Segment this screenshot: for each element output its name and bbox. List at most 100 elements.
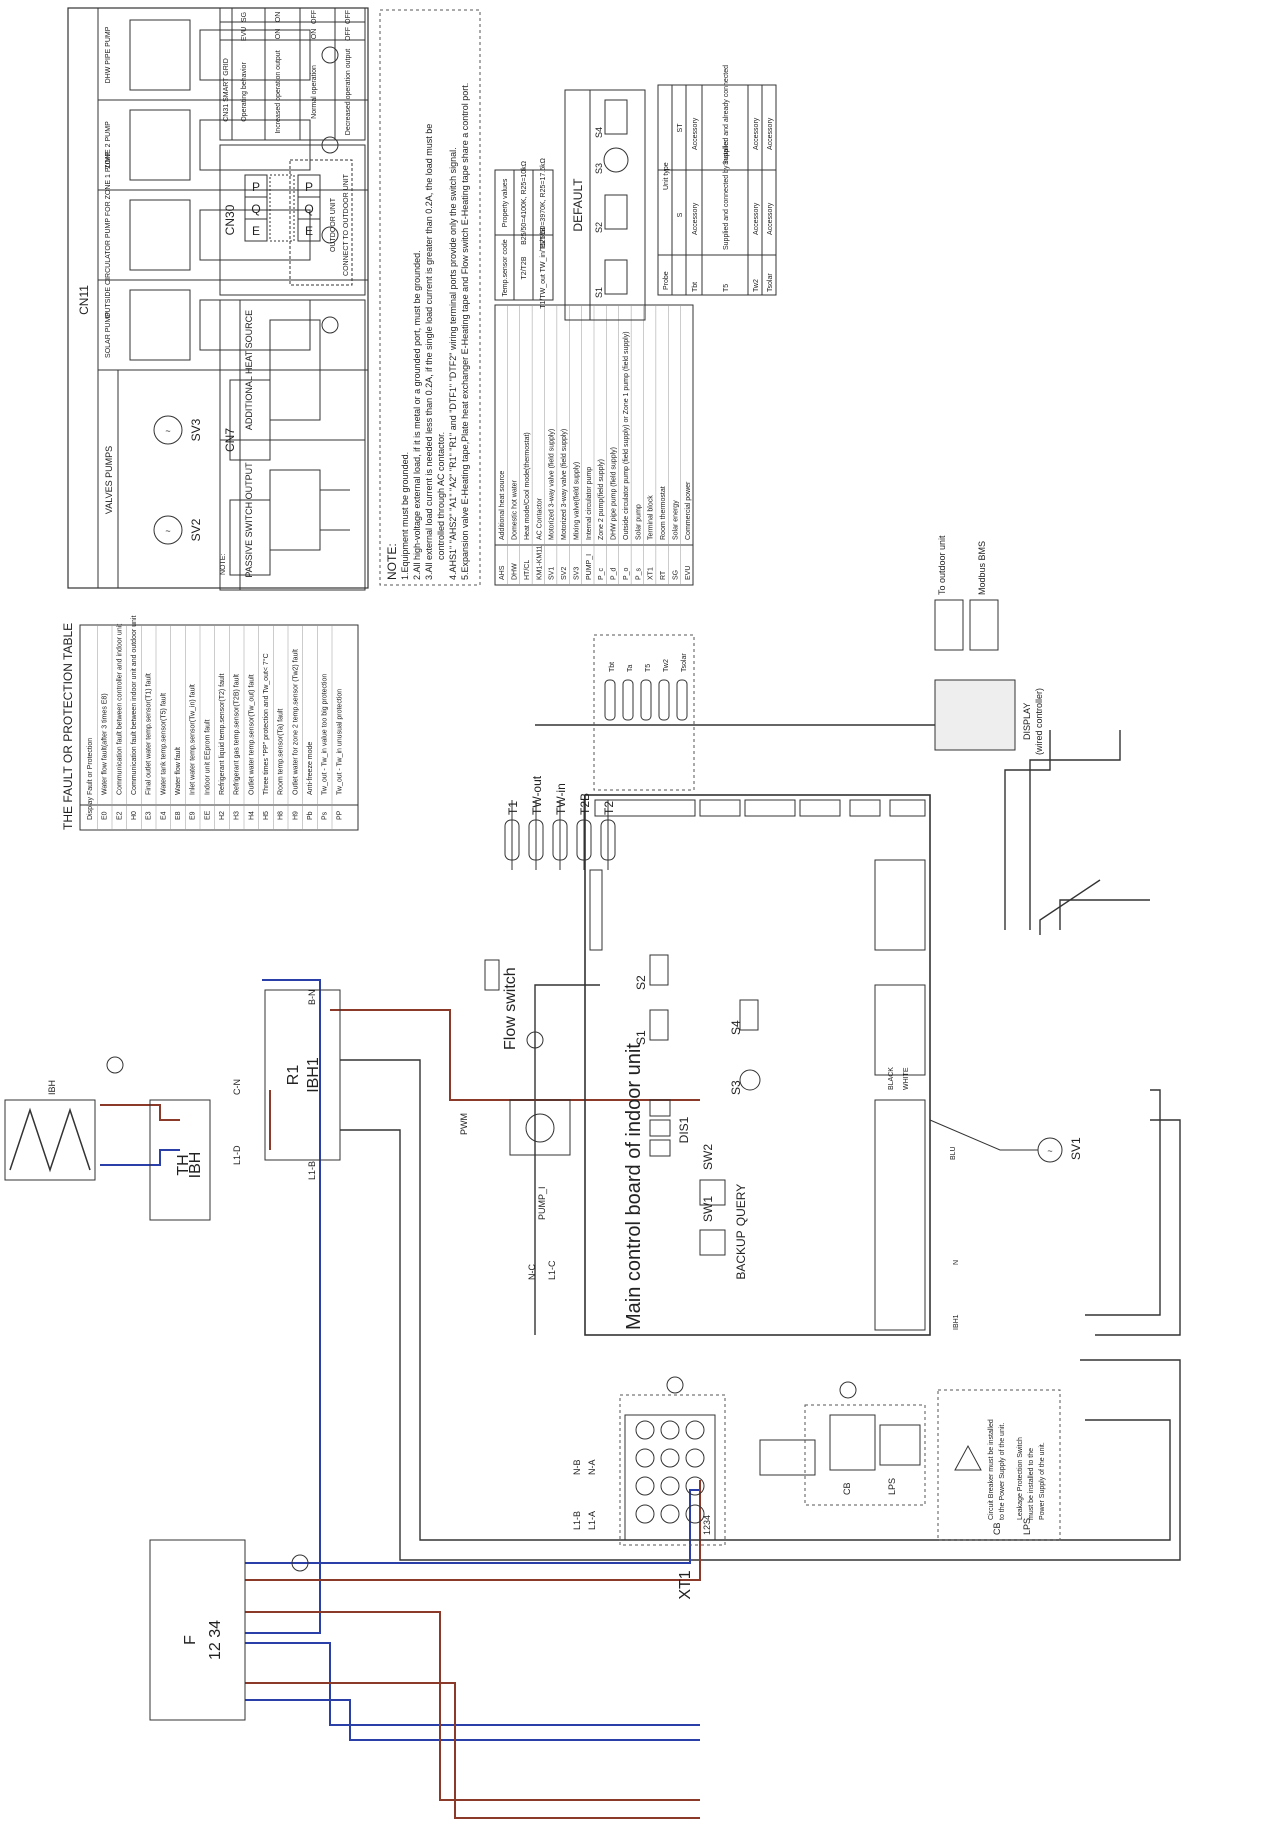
fault-header-display: Display <box>87 797 94 820</box>
abbrev-code: P_c <box>598 567 605 580</box>
svg-text:~: ~ <box>1047 1146 1052 1156</box>
unit-r2-0: Tw2 <box>753 279 760 292</box>
abbrev-code: PUMP_I <box>586 554 593 580</box>
xt1-terms: 1234 <box>702 1515 712 1535</box>
abbrev-code: P_s <box>635 567 642 580</box>
tank-probe <box>640 679 652 721</box>
board-title: Main control board of indoor unit <box>623 1043 645 1330</box>
sensor-probe <box>576 819 592 861</box>
unit-r2-2: Accessory <box>753 117 760 150</box>
sg-r0-0: Increased operation output <box>275 50 282 133</box>
sensor-probe <box>504 819 520 861</box>
s2-label: S2 <box>634 975 648 990</box>
svg-text:~: ~ <box>165 526 170 536</box>
wire-l1a-xt: L1-A <box>587 1511 597 1530</box>
unit-r1-1: Supplied and connected by installer <box>723 139 730 250</box>
fault-code: H5 <box>263 811 270 820</box>
wire-nd: C-N <box>232 1079 242 1095</box>
sensor-r1-1: B25/50=3970K, R25=17.6kΩ <box>540 158 547 248</box>
ibh-heater: IBH <box>4 1056 124 1181</box>
sg-h2: SG <box>241 12 248 22</box>
unit-r0-2: Accessory <box>692 117 699 150</box>
f-label: F <box>182 1635 199 1645</box>
default-s1: S1 <box>594 287 604 298</box>
s1-label: S1 <box>634 1030 648 1045</box>
connect-outdoor-label: CONNECT TO OUTDOOR UNIT <box>343 173 350 276</box>
passive-switch-label: PASSIVE SWITCH OUTPUT <box>244 462 254 578</box>
outdoor-connection: To outdoor unit Modbus BMS <box>934 535 999 651</box>
fault-header-desc: Fault or Protection <box>87 738 94 795</box>
tank-probe <box>622 679 634 721</box>
dis1-label: DIS1 <box>677 1116 691 1143</box>
cn30-e1: E <box>252 224 260 238</box>
pump-i <box>509 1031 571 1156</box>
sensor-label: TW-in <box>554 783 568 815</box>
display-controller: DISPLAY (wired controller) <box>934 679 1044 755</box>
sensor-probe <box>552 819 568 861</box>
cn30-q2: Q <box>304 202 313 216</box>
svg-text:~: ~ <box>165 426 170 436</box>
sensor-h1: Property values <box>502 178 509 227</box>
fault-desc: Communication fault between controller a… <box>116 624 123 795</box>
fault-code: H0 <box>131 811 138 820</box>
abbrev-desc: DHW pipe pump (field supply) <box>611 447 618 540</box>
wire-l1d: L1-D <box>232 1145 242 1165</box>
cn11-title: CN11 <box>77 285 91 315</box>
lps-label: LPS <box>887 1478 897 1495</box>
abbrev-desc: Solar pump <box>635 504 642 540</box>
wire-white-label: WHITE <box>903 1067 910 1090</box>
note-5: 5.Expansion valve E-Heating tape,Plate h… <box>460 83 470 580</box>
unit-h1: Unit type <box>663 162 670 190</box>
display-subtitle: (wired controller) <box>1034 688 1044 755</box>
cb-note-line4: must be installed to the <box>1028 1448 1035 1520</box>
fault-code: H8 <box>278 811 285 820</box>
fault-desc: Indoor unit EEprom fault <box>204 719 211 795</box>
abbrev-desc: Motorized 3-way valve (field supply) <box>549 429 556 540</box>
dhw-pump-label: DHW PIPE PUMP <box>105 26 112 83</box>
th-ibh: TH IBH <box>149 1099 211 1221</box>
xt1-label: XT1 <box>677 1570 694 1599</box>
unit-r1-2: Supplied and already connected <box>723 65 730 165</box>
wire-nb-xt: N-B <box>572 1460 582 1476</box>
abbrev-code: HT/CL <box>524 560 531 580</box>
sensor-probe <box>528 819 544 861</box>
main-board: Main control board of indoor unit DIS1 S… <box>459 794 960 1336</box>
wire-ibh1-label: IBH1 <box>953 1314 960 1330</box>
default-panel: DEFAULT S1 S2 S3 S4 <box>564 89 646 321</box>
abbrev-code: DHW <box>512 563 519 580</box>
tank-sensor-label: Ta <box>627 665 634 673</box>
s3-label: S3 <box>729 1080 743 1095</box>
unit-type-table: Probe Unit type S ST Tbt Accessory Acces… <box>657 65 777 296</box>
abbrev-desc: Mixing valve(field supply) <box>573 462 580 540</box>
unit-r3-0: Tsolar <box>767 273 774 292</box>
tank-probe <box>676 679 688 721</box>
fault-desc: Water flow fault(after 3 times E8) <box>102 693 109 795</box>
abbrev-code: SV3 <box>573 567 580 580</box>
fault-code: E9 <box>190 811 197 820</box>
valves-pumps-label: VALVES PUMPS <box>104 446 114 514</box>
sensor-label: TW-out <box>530 775 544 815</box>
abbrev-desc: Commercial power <box>685 481 692 540</box>
sg-r1-2: OFF <box>311 10 318 24</box>
abbrev-desc: Internal circulator pump <box>586 467 593 540</box>
outdoor-label: To outdoor unit <box>937 535 947 595</box>
cb-note-line1: Circuit Breaker must be installed <box>988 1419 995 1520</box>
fault-desc: Inlet water temp.sensor(Tw_in) fault <box>190 684 197 795</box>
cb-lps: CB LPS <box>759 1381 926 1506</box>
cn30-q1: Q <box>251 202 260 216</box>
sv1-valve: ~ SV1 <box>929 1119 1083 1163</box>
abbrev-code: SG <box>672 570 679 580</box>
unit-sh1: ST <box>677 123 684 133</box>
fault-desc: Refrigerant liquid temp.sensor(T2) fault <box>219 674 226 795</box>
unit-r0-1: Accessory <box>692 202 699 235</box>
fault-desc: Anti-freeze mode <box>307 742 314 795</box>
fault-code: E2 <box>116 811 123 820</box>
fault-desc: Refrigerant gas temp.sensor(T2B) fault <box>234 674 241 795</box>
abbrev-desc: Outside circulator pump (field supply) o… <box>623 331 630 540</box>
ibh1-label: IBH1 <box>305 1057 322 1093</box>
tank-sensor-label: Tw2 <box>663 659 670 672</box>
r1-relay: R1 IBH1 <box>264 989 341 1161</box>
fault-code: H2 <box>219 811 226 820</box>
